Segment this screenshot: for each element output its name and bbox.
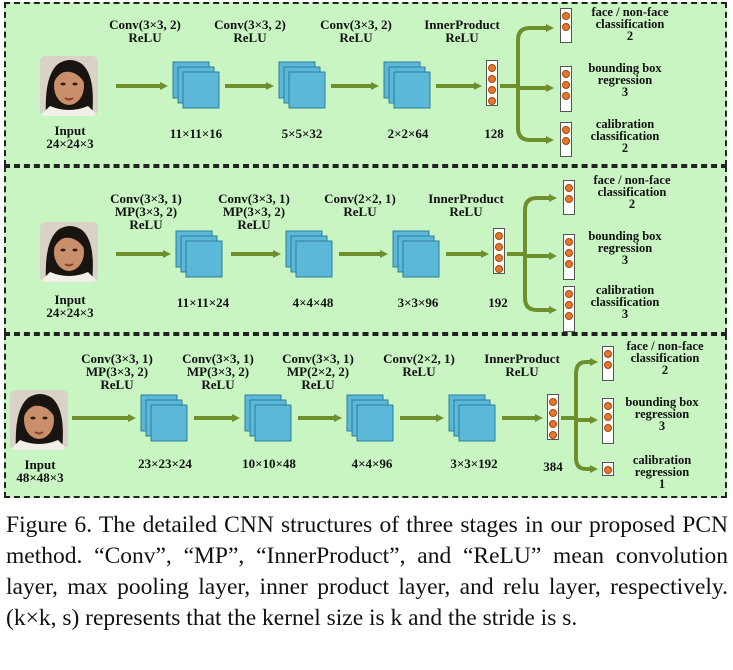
layer-label: Conv(3×3, 1)MP(3×3, 2)ReLU bbox=[218, 191, 290, 232]
layer-label: Conv(3×3, 1)MP(3×3, 2)ReLU bbox=[110, 191, 182, 232]
fc-neurons bbox=[493, 228, 505, 274]
output-neurons bbox=[560, 66, 572, 112]
output-neurons bbox=[602, 398, 614, 444]
output-neurons bbox=[602, 462, 614, 476]
output-neurons bbox=[560, 8, 572, 43]
feature-map-block bbox=[175, 230, 223, 278]
feature-map-block bbox=[383, 61, 431, 109]
feature-map-block bbox=[346, 394, 394, 442]
branch-arrow bbox=[574, 418, 598, 473]
feature-map-size: 5×5×32 bbox=[281, 126, 323, 141]
feature-map-block bbox=[172, 61, 220, 109]
output-neurons bbox=[602, 346, 614, 381]
feature-map-block bbox=[392, 230, 440, 278]
feature-map-block bbox=[285, 230, 333, 278]
feature-map-size: 11×11×24 bbox=[176, 295, 230, 310]
feature-map-block bbox=[244, 394, 292, 442]
layer-label: Conv(3×3, 2)ReLU bbox=[109, 17, 181, 45]
output-neurons bbox=[563, 180, 575, 215]
fc-neurons bbox=[486, 60, 498, 106]
input-face-image bbox=[10, 390, 68, 450]
feature-map-block bbox=[448, 394, 496, 442]
branch-arrow bbox=[516, 24, 554, 86]
output-neurons bbox=[563, 234, 575, 280]
output-neurons bbox=[563, 286, 575, 332]
fc-size: 192 bbox=[488, 295, 508, 310]
layer-label: Conv(3×3, 2)ReLU bbox=[214, 17, 286, 45]
figure-caption: Figure 6. The detailed CNN structures of… bbox=[6, 512, 728, 631]
feature-map-size: 23×23×24 bbox=[138, 456, 192, 471]
feature-map-size: 3×3×96 bbox=[397, 295, 439, 310]
layer-label: Conv(3×3, 1)MP(3×3, 2)ReLU bbox=[182, 351, 254, 392]
layer-label: Conv(3×3, 1)MP(2×2, 2)ReLU bbox=[282, 351, 354, 392]
feature-map-size: 11×11×16 bbox=[169, 126, 223, 141]
feature-map-block bbox=[278, 61, 326, 109]
output-neurons bbox=[560, 122, 572, 157]
fc-size: 128 bbox=[484, 126, 504, 141]
input-face-image bbox=[40, 56, 98, 116]
fc-size: 384 bbox=[543, 459, 563, 474]
feature-map-block bbox=[140, 394, 188, 442]
layer-label: Conv(3×3, 2)ReLU bbox=[320, 17, 392, 45]
feature-map-size: 3×3×192 bbox=[450, 456, 498, 471]
layer-label: Conv(2×2, 1)ReLU bbox=[324, 191, 396, 219]
feature-map-size: 2×2×64 bbox=[387, 126, 429, 141]
branch-arrow bbox=[523, 194, 557, 254]
input-face-image bbox=[40, 222, 98, 282]
layer-label: Conv(2×2, 1)ReLU bbox=[383, 351, 455, 379]
feature-map-size: 4×4×48 bbox=[292, 295, 334, 310]
stage-2-panel bbox=[4, 166, 727, 334]
feature-map-size: 10×10×48 bbox=[242, 456, 296, 471]
branch-arrow bbox=[523, 254, 557, 314]
layer-label: Conv(3×3, 1)MP(3×3, 2)ReLU bbox=[81, 351, 153, 392]
fc-neurons bbox=[547, 394, 559, 440]
feature-map-size: 4×4×96 bbox=[351, 456, 393, 471]
diagram-graphics bbox=[72, 24, 598, 473]
branch-arrow bbox=[574, 358, 598, 418]
branch-arrow bbox=[516, 86, 554, 144]
